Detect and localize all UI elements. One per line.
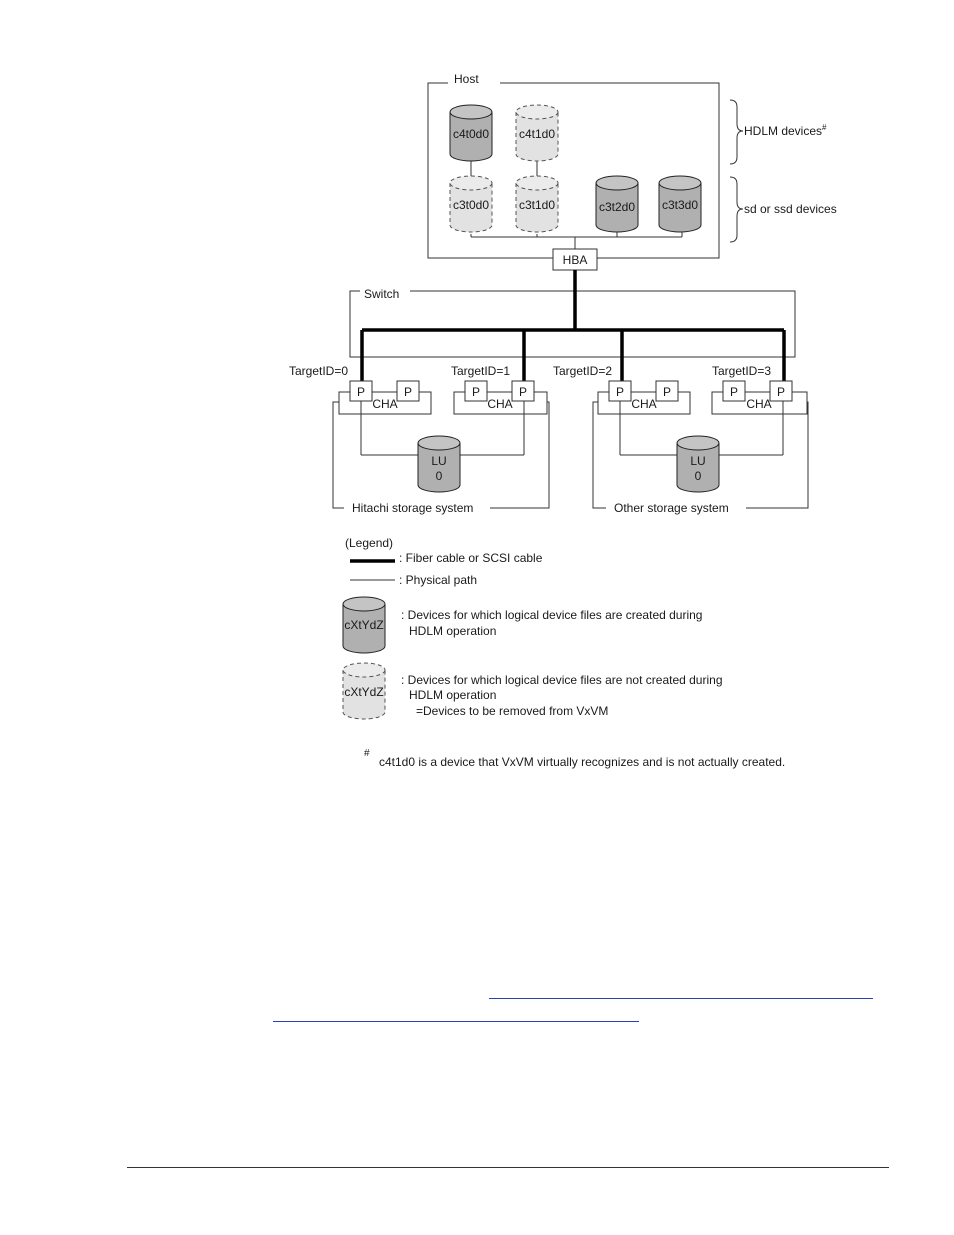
device-c3t0d0-label: c3t0d0 [453,198,489,212]
port-label: P [616,385,624,399]
legend-sample-device-label: cXtYdZ [344,618,383,632]
port-box: P [608,380,632,402]
switch-label: Switch [364,287,399,301]
other-physical-paths [619,401,784,456]
device-c3t1d0-label: c3t1d0 [519,198,555,212]
hba-box: HBA [552,248,598,271]
hitachi-lu-0: LU 0 [417,435,461,493]
hdlm-devices-footnote-mark: # [822,123,827,132]
legend: (Legend) : Fiber cable or SCSI cable : P… [342,536,723,720]
footer-rule [127,1167,889,1168]
legend-created-line2: HDLM operation [409,624,496,638]
device-c3t2d0: c3t2d0 [595,175,639,233]
port-label: P [404,385,412,399]
legend-created-line1: : Devices for which logical device files… [401,608,702,622]
device-c4t1d0-label: c4t1d0 [519,127,555,141]
hitachi-storage-system: Hitachi storage system CHA P P CHA P P L… [332,380,550,515]
lu-number: 0 [436,469,443,483]
port-label: P [730,385,738,399]
hdlm-devices-brace: HDLM devices# [729,99,827,165]
switch-frame: Switch [349,287,796,358]
host-physical-paths [470,160,683,249]
lu-label: LU [690,454,705,468]
device-c4t1d0: c4t1d0 [515,104,559,162]
port-box: P [769,380,793,402]
port-box: P [655,380,679,402]
fiber-cables [360,270,786,381]
hyperlink-underline-2[interactable] [273,1021,639,1022]
port-label: P [357,385,365,399]
target-id-3: TargetID=3 [712,364,771,378]
footnote-text: c4t1d0 is a device that VxVM virtually r… [379,755,785,769]
target-id-0: TargetID=0 [289,364,348,378]
other-storage-system: Other storage system CHA P P CHA P P LU … [592,380,809,515]
target-id-1: TargetID=1 [451,364,510,378]
device-c3t2d0-label: c3t2d0 [599,200,635,214]
port-box: P [349,380,373,402]
legend-notcreated-line1: : Devices for which logical device files… [401,673,723,687]
device-c3t3d0: c3t3d0 [658,175,702,233]
port-label: P [777,385,785,399]
hitachi-cha-right: CHA P P [453,380,548,415]
legend-physical-text: : Physical path [399,573,477,587]
target-labels: TargetID=0 TargetID=1 TargetID=2 TargetI… [289,364,771,378]
sd-devices-label: sd or ssd devices [744,202,837,216]
device-c3t1d0: c3t1d0 [515,175,559,233]
other-cha-right: CHA P P [711,380,808,415]
port-box: P [464,380,488,402]
legend-sample-device-label: cXtYdZ [344,685,383,699]
port-box: P [511,380,535,402]
legend-notcreated-device-icon: cXtYdZ [342,662,386,720]
legend-notcreated-line3: =Devices to be removed from VxVM [416,704,608,718]
footnote: # c4t1d0 is a device that VxVM virtually… [364,748,785,769]
cha-label: CHA [372,397,397,411]
hdlm-devices-label: HDLM devices# [744,123,827,138]
host-label: Host [454,72,479,86]
cha-label: CHA [631,397,656,411]
hitachi-cha-left: CHA P P [338,380,432,415]
port-label: P [472,385,480,399]
device-c4t0d0: c4t0d0 [449,104,493,162]
device-c4t0d0-label: c4t0d0 [453,127,489,141]
lu-number: 0 [695,469,702,483]
target-id-2: TargetID=2 [553,364,612,378]
other-storage-label: Other storage system [614,501,729,515]
hitachi-physical-paths [360,401,525,456]
hba-label: HBA [563,253,588,267]
device-c3t3d0-label: c3t3d0 [662,198,698,212]
legend-notcreated-line2: HDLM operation [409,688,496,702]
other-cha-left: CHA P P [597,380,691,415]
other-lu-0: LU 0 [676,435,720,493]
cha-label: CHA [487,397,512,411]
cha-label: CHA [746,397,771,411]
legend-created-device-icon: cXtYdZ [342,596,386,654]
sd-devices-brace: sd or ssd devices [729,176,837,243]
port-box: P [722,380,746,402]
port-box: P [396,380,420,402]
port-label: P [519,385,527,399]
hitachi-storage-label: Hitachi storage system [352,501,473,515]
lu-label: LU [431,454,446,468]
hyperlink-underline-1[interactable] [489,998,873,999]
footnote-mark: # [364,748,370,759]
port-label: P [663,385,671,399]
device-c3t0d0: c3t0d0 [449,175,493,233]
legend-fiber-text: : Fiber cable or SCSI cable [399,551,543,565]
legend-title: (Legend) [345,536,393,550]
